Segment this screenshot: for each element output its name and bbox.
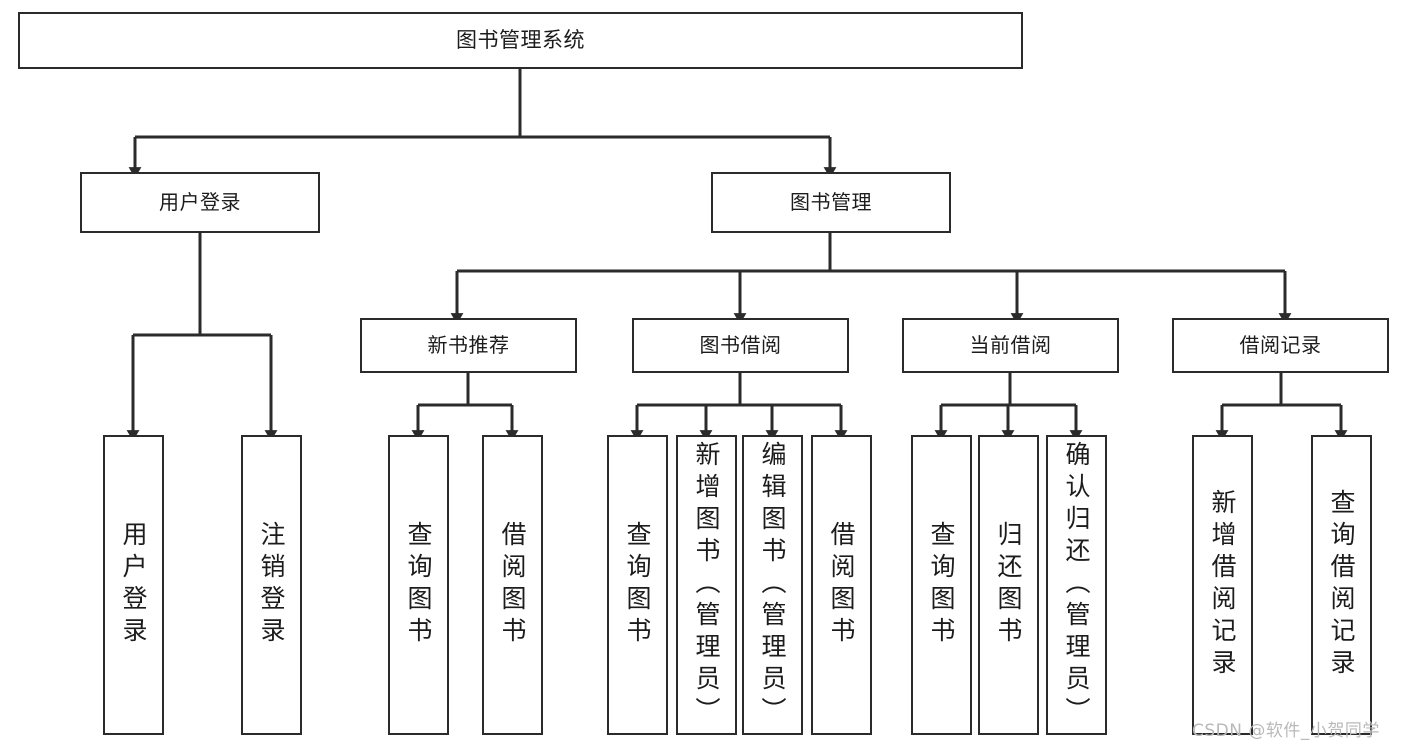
node-leaf-add-record-label: 新增借阅记录 xyxy=(1208,489,1237,681)
node-current-borrow[interactable]: 当前借阅 xyxy=(902,318,1119,373)
node-leaf-edit-book-label: 编辑图书（管理员） xyxy=(758,441,787,729)
watermark-text: CSDN @软件_小贺同学 xyxy=(1192,721,1380,741)
node-user-login-label: 用户登录 xyxy=(159,189,241,214)
node-new-book-recommend-label: 新书推荐 xyxy=(427,332,510,357)
node-leaf-query-book-1-label: 查询图书 xyxy=(404,521,433,649)
node-leaf-borrow-book-1-label: 借阅图书 xyxy=(498,521,527,649)
node-user-login[interactable]: 用户登录 xyxy=(80,172,320,233)
node-leaf-query-record-label: 查询借阅记录 xyxy=(1327,489,1356,681)
node-new-book-recommend[interactable]: 新书推荐 xyxy=(360,318,577,373)
node-leaf-add-book[interactable]: 新增图书（管理员） xyxy=(676,435,737,735)
node-borrow-record[interactable]: 借阅记录 xyxy=(1172,318,1389,373)
node-leaf-edit-book[interactable]: 编辑图书（管理员） xyxy=(742,435,803,735)
node-book-manage[interactable]: 图书管理 xyxy=(711,172,951,233)
node-leaf-borrow-book-2-label: 借阅图书 xyxy=(827,521,856,649)
node-leaf-borrow-book-2[interactable]: 借阅图书 xyxy=(811,435,872,735)
node-leaf-borrow-book-1[interactable]: 借阅图书 xyxy=(482,435,543,735)
node-book-borrow-label: 图书借阅 xyxy=(699,332,782,357)
node-root-label: 图书管理系统 xyxy=(456,28,585,53)
node-borrow-record-label: 借阅记录 xyxy=(1239,332,1322,357)
node-book-manage-label: 图书管理 xyxy=(790,189,872,214)
node-leaf-return-book-label: 归还图书 xyxy=(994,521,1023,649)
node-leaf-add-book-label: 新增图书（管理员） xyxy=(692,441,721,729)
node-leaf-add-record[interactable]: 新增借阅记录 xyxy=(1192,435,1253,735)
node-leaf-query-book-1[interactable]: 查询图书 xyxy=(388,435,449,735)
node-leaf-query-record[interactable]: 查询借阅记录 xyxy=(1311,435,1372,735)
node-root[interactable]: 图书管理系统 xyxy=(18,12,1023,69)
node-leaf-query-book-3-label: 查询图书 xyxy=(927,521,956,649)
node-leaf-user-logout-label: 注销登录 xyxy=(257,521,286,649)
node-leaf-confirm-return[interactable]: 确认归还（管理员） xyxy=(1046,435,1107,735)
node-leaf-query-book-2[interactable]: 查询图书 xyxy=(607,435,668,735)
node-current-borrow-label: 当前借阅 xyxy=(969,332,1052,357)
node-leaf-return-book[interactable]: 归还图书 xyxy=(978,435,1039,735)
node-leaf-query-book-2-label: 查询图书 xyxy=(623,521,652,649)
node-leaf-query-book-3[interactable]: 查询图书 xyxy=(911,435,972,735)
node-leaf-user-login[interactable]: 用户登录 xyxy=(103,435,164,735)
node-book-borrow[interactable]: 图书借阅 xyxy=(632,318,849,373)
node-leaf-user-login-label: 用户登录 xyxy=(119,521,148,649)
node-leaf-user-logout[interactable]: 注销登录 xyxy=(241,435,302,735)
node-leaf-confirm-return-label: 确认归还（管理员） xyxy=(1062,441,1091,729)
